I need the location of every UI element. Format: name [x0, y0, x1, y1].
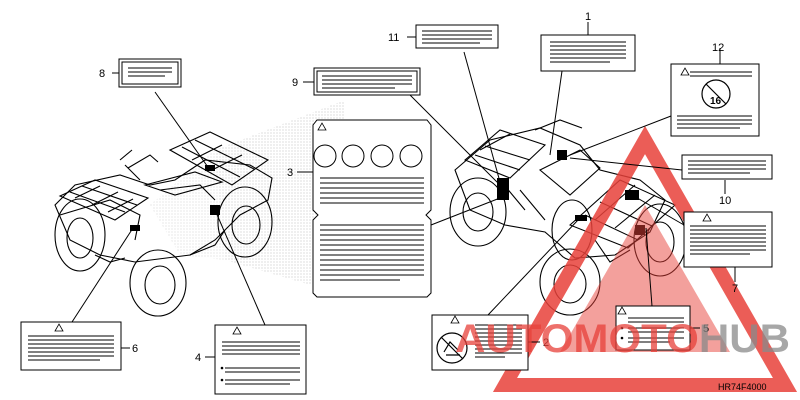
watermark-brand-part1: AUTOMOTO: [455, 317, 699, 361]
label-1: [540, 34, 636, 72]
label-patch-right-2: [557, 150, 567, 160]
left-atv-illustration: [54, 131, 273, 317]
age-restriction-number: 16: [710, 96, 722, 107]
callout-9: 9: [292, 77, 298, 89]
callout-1: 1: [585, 11, 591, 23]
callout-7: 7: [732, 283, 738, 295]
callout-12: 12: [712, 42, 724, 54]
warning-triangle-icon: [54, 67, 712, 335]
leader-lines: [71, 22, 736, 358]
callout-11: 11: [388, 32, 399, 44]
no-passenger-icon: [436, 332, 468, 364]
label-10: [681, 154, 773, 180]
label-2: [431, 314, 529, 371]
callout-4: 4: [195, 352, 201, 364]
label-patch-left-1: [130, 225, 140, 231]
label-9: [313, 67, 421, 96]
callout-8: 8: [99, 68, 105, 80]
callout-10: 10: [719, 195, 731, 207]
callout-2: 2: [543, 337, 549, 349]
callout-5: 5: [703, 323, 709, 335]
label-patch-right-4: [575, 215, 587, 221]
label-11: [415, 24, 499, 49]
label-8: [118, 58, 182, 88]
dotted-projection-area-2: [150, 150, 225, 260]
label-patch-right-1: [497, 178, 509, 200]
callout-6: 6: [132, 343, 138, 355]
callout-3: 3: [287, 167, 293, 179]
label-7: [683, 211, 773, 268]
label-patch-left-3: [205, 165, 215, 171]
diagram-code: HR74F4000: [718, 382, 767, 392]
watermark-brand-part2: HUB: [699, 317, 790, 361]
label-12: [670, 63, 760, 137]
label-3: [312, 119, 432, 298]
age-restriction-icon: [701, 79, 731, 109]
label-4: [214, 324, 307, 395]
label-6: [20, 321, 122, 371]
